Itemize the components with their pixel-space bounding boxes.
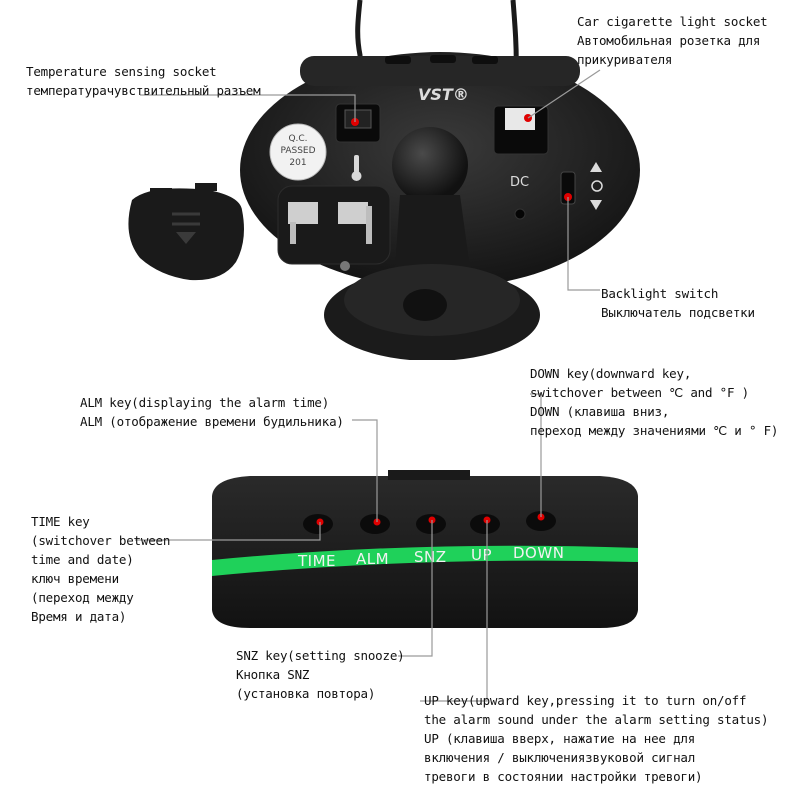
alm-key-callout: ALM key(displaying the alarm time) ALM (… [80, 393, 344, 431]
time-key-line3: time and date) [31, 552, 134, 567]
car-socket-en: Car cigarette light socket [577, 14, 768, 29]
alm-key-en: ALM key(displaying the alarm time) [80, 395, 330, 410]
snz-key-en: SNZ key(setting snooze) [236, 648, 405, 663]
brand-logo: VST® [418, 85, 469, 104]
svg-text:DC: DC [510, 175, 529, 190]
thermometer-icon [351, 155, 362, 181]
time-key-line2: (switchover between [31, 533, 171, 548]
car-socket-callout: Car cigarette light socket Автомобильная… [577, 12, 768, 69]
svg-text:Q.C.: Q.C. [288, 134, 307, 144]
time-key-line1: TIME key [31, 514, 90, 529]
snz-button-label: SNZ [414, 548, 447, 566]
down-button-label: DOWN [513, 544, 565, 562]
top-device-photo: VST® Q.C. PASSED 201 DC [128, 0, 640, 360]
up-button-label: UP [471, 546, 493, 564]
svg-text:PASSED: PASSED [280, 146, 315, 156]
alm-button-label: ALM [356, 550, 390, 568]
backlight-en: Backlight switch [601, 286, 719, 301]
qc-passed-sticker [269, 123, 327, 181]
green-accent-stripe [212, 545, 638, 576]
down-key-en2: switchover between ℃ and °F ) [530, 385, 749, 400]
time-key-line5: (переход между [31, 590, 134, 605]
car-socket-ru1: Автомобильная розетка для [577, 33, 761, 48]
up-key-en1: UP key(upward key,pressing it to turn on… [424, 693, 747, 708]
leader-car-socket [527, 69, 601, 119]
snz-key-ru2: (установка повтора) [236, 686, 376, 701]
time-key-callout: TIME key (switchover between time and da… [31, 512, 170, 626]
time-button-label: TIME [298, 552, 337, 570]
stand-ball-joint [392, 127, 468, 203]
leader-backlight [567, 197, 600, 291]
down-key-en1: DOWN key(downward key, [530, 366, 692, 381]
car-socket-ru2: прикуривателя [577, 52, 673, 67]
alm-key-ru: ALM (отображение времени будильника) [80, 414, 344, 429]
down-key-ru2: переход между значениями ℃ и ° F) [530, 423, 779, 438]
up-button[interactable] [470, 514, 500, 534]
snz-key-ru1: Кнопка SNZ [236, 667, 310, 682]
leader-time [135, 522, 321, 541]
leader-temperature [140, 94, 356, 122]
down-button[interactable] [526, 511, 556, 531]
leader-down [530, 393, 542, 517]
time-key-line4: ключ времени [31, 571, 119, 586]
temperature-socket-callout: Temperature sensing socket температурачу… [26, 62, 261, 100]
svg-text:201: 201 [289, 158, 306, 168]
up-key-ru1: UP (клавиша вверх, нажатие на нее для [424, 731, 696, 746]
up-key-callout: UP key(upward key,pressing it to turn on… [424, 691, 769, 786]
time-key-line6: Время и дата) [31, 609, 127, 624]
leader-up [420, 520, 488, 702]
down-key-callout: DOWN key(downward key, switchover betwee… [530, 364, 778, 440]
up-key-ru3: тревоги в состоянии настройки тревоги) [424, 769, 703, 784]
leader-snz [398, 520, 433, 657]
up-key-en2: the alarm sound under the alarm setting … [424, 712, 769, 727]
leader-alm [352, 419, 378, 522]
left-cable [355, 0, 365, 111]
backlight-ru: Выключатель подсветки [601, 305, 755, 320]
temperature-socket-en: Temperature sensing socket [26, 64, 217, 79]
temperature-socket-ru: температурачувствительный разъем [26, 83, 261, 98]
snz-button[interactable] [416, 514, 446, 534]
snz-key-callout: SNZ key(setting snooze) Кнопка SNZ (уста… [236, 646, 405, 703]
up-key-ru2: включения / выключениязвуковой сигнал [424, 750, 696, 765]
down-key-ru1: DOWN (клавиша вниз, [530, 404, 670, 419]
backlight-callout: Backlight switch Выключатель подсветки [601, 284, 755, 322]
